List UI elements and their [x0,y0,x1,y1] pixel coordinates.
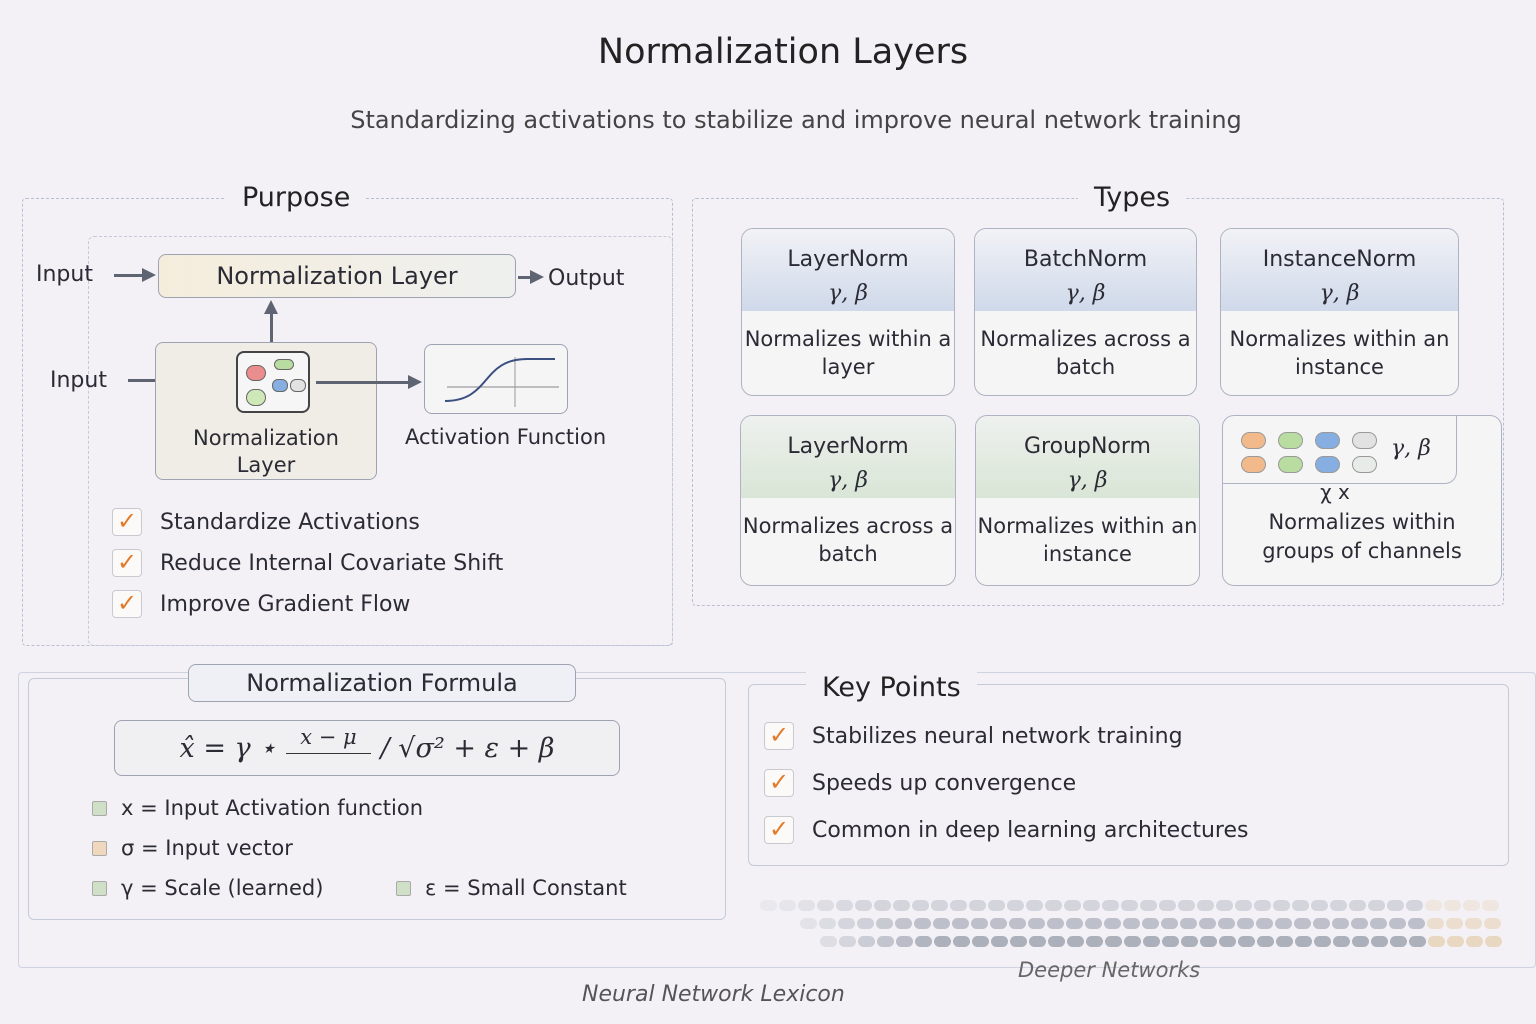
input-label: Input [36,262,93,287]
legend-item: γ = Scale (learned) [92,876,323,900]
fraction: x − μ [286,725,371,754]
channel-groups-icon: γ, β [1223,416,1457,484]
normalization-layer-box: Normalization Layer [158,254,516,298]
legend-item: x = Input Activation function [92,796,423,820]
types-title: Types [1078,182,1187,213]
checkmark-icon: ✓ [764,769,794,797]
normalization-node: Normalization Layer [155,342,377,480]
key-points-title: Key Points [806,672,977,703]
check-item: ✓Improve Gradient Flow [112,590,503,618]
up-arrow-icon [270,312,273,342]
formula-box: x̂ = γ ⋆ x − μ / √σ² + ε + β [114,720,620,776]
key-point: ✓Stabilizes neural network training [764,722,1248,750]
key-points-list: ✓Stabilizes neural network training ✓Spe… [764,722,1248,844]
output-label: Output [548,266,625,291]
legend-item: σ = Input vector [92,836,293,860]
checkmark-icon: ✓ [112,549,142,577]
node-label: Normalization Layer [193,426,339,477]
purpose-inner [88,236,673,646]
checkmark-icon: ✓ [112,590,142,618]
footer-label: Neural Network Lexicon [582,982,845,1007]
up-arrowhead-icon [264,300,278,314]
key-point: ✓Speeds up convergence [764,769,1248,797]
check-item: ✓Reduce Internal Covariate Shift [112,549,503,577]
arrow-icon [316,375,422,389]
purpose-checklist: ✓Standardize Activations ✓Reduce Interna… [112,508,503,618]
neurons-icon [236,351,310,413]
checkmark-icon: ✓ [764,722,794,750]
formula-title: Normalization Formula [188,664,576,702]
input-label: Input [50,368,107,393]
sigmoid-icon [444,357,559,407]
purpose-title: Purpose [226,182,367,213]
deeper-networks-label: Deeper Networks [1018,958,1201,982]
checkmark-icon: ✓ [764,816,794,844]
arrow-icon [114,268,156,282]
activation-label: Activation Function [405,425,607,449]
legend-item: ε = Small Constant [396,876,627,900]
check-item: ✓Standardize Activations [112,508,503,536]
page-subtitle: Standardizing activations to stabilize a… [350,106,1242,134]
arrow-icon [518,270,544,284]
checkmark-icon: ✓ [112,508,142,536]
activation-function-box [424,344,568,414]
page-title: Normalization Layers [597,32,969,72]
type-card-groups: γ, β χ x Normalizes within groups of cha… [1222,415,1502,586]
chi-mark: χ x [1320,480,1350,504]
key-points-panel [748,684,1509,866]
key-point: ✓Common in deep learning architectures [764,816,1248,844]
